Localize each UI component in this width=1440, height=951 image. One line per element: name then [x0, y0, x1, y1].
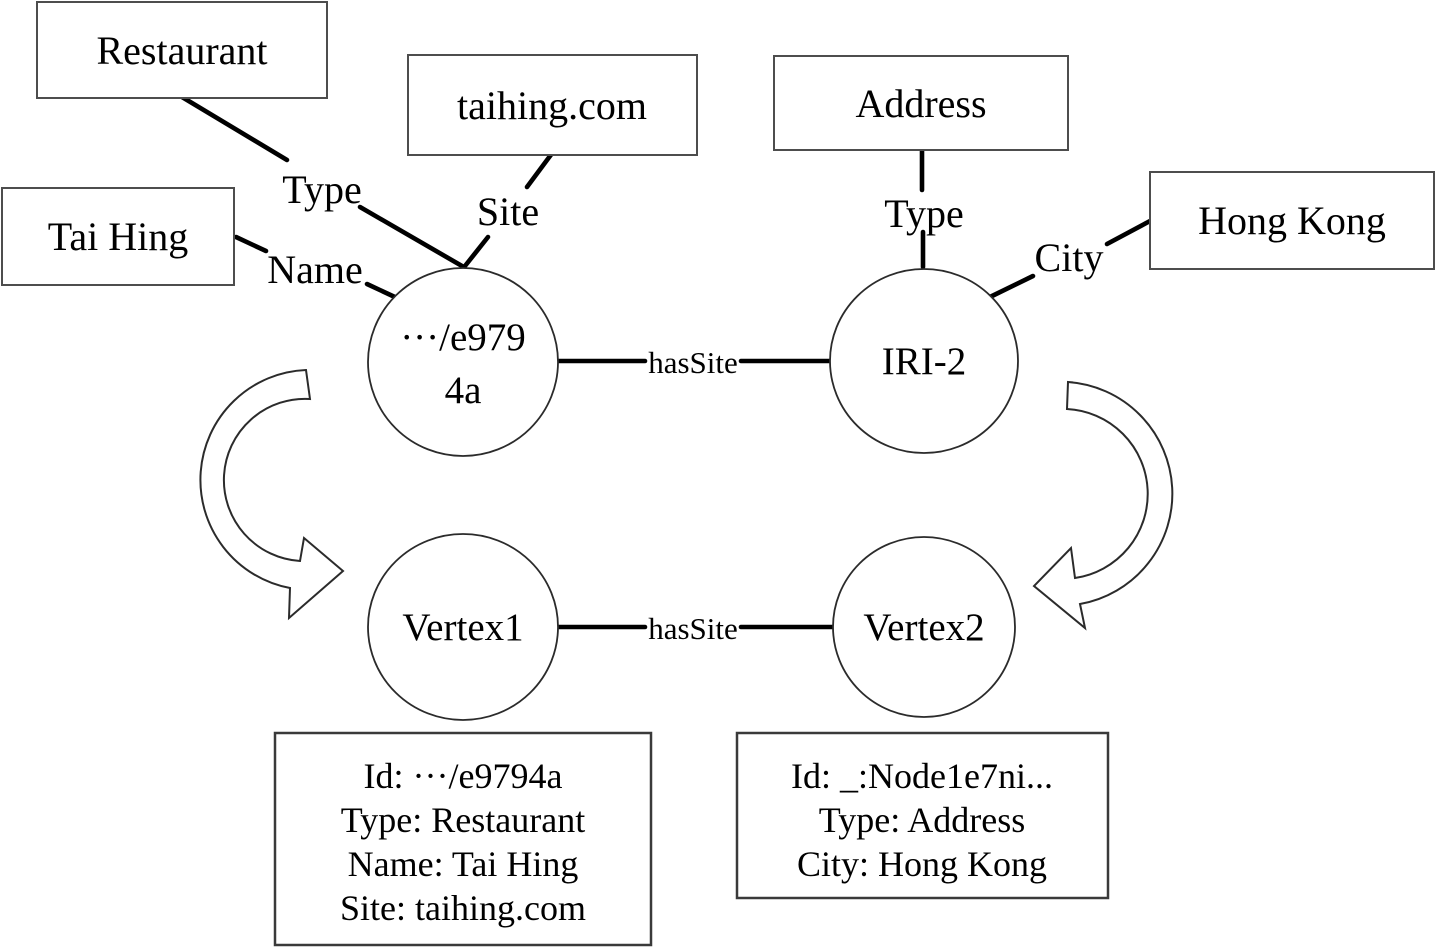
restaurant-literal-label: Restaurant	[96, 28, 267, 73]
left-transform-arrow	[199, 368, 345, 621]
vertex1-property-type: Type: Restaurant	[341, 800, 585, 840]
vertex1-label: Vertex1	[402, 606, 523, 649]
rdf-node-e9794a-circle	[367, 267, 559, 457]
edge-site-segment-a	[524, 149, 556, 190]
edge-city-segment-a	[1104, 218, 1153, 247]
address-literal-box	[773, 55, 1069, 151]
right-transform-arrow	[1032, 380, 1174, 631]
vertex1-properties-box	[273, 731, 653, 947]
tai-hing-literal-box	[1, 187, 235, 286]
rdf-node-e9794a-label-line2: 4a	[445, 369, 482, 412]
edge-hassite-top-label: hasSite	[648, 345, 738, 380]
vertex1-property-name: Name: Tai Hing	[348, 844, 579, 884]
edge-name-segment-b	[364, 281, 400, 301]
vertex-property-boxes: Id: ···/e9794a Type: Restaurant Name: Ta…	[273, 731, 1110, 947]
vertex2-property-id: Id: _:Node1e7ni...	[791, 756, 1053, 796]
edge-type-left-segment-a	[179, 94, 290, 163]
predicate-name-label: Name	[267, 247, 363, 292]
edge-hassite-bottom-label: hasSite	[648, 611, 738, 646]
vertex1-property-site: Site: taihing.com	[340, 888, 586, 928]
rdf-node-iri2-circle	[829, 268, 1019, 454]
hong-kong-literal-box	[1149, 171, 1435, 270]
edge-city-segment-b	[987, 273, 1036, 300]
address-literal-label: Address	[855, 81, 986, 126]
edge-name-segment-a	[233, 234, 269, 254]
vertex2-properties-box	[735, 731, 1110, 900]
vertex2-label: Vertex2	[863, 606, 984, 649]
predicate-type-right-label: Type	[884, 191, 963, 236]
vertex2-circle	[832, 536, 1016, 718]
tai-hing-literal-label: Tai Hing	[48, 214, 189, 259]
property-graph-nodes: Vertex1 Vertex2	[367, 533, 1016, 721]
literal-boxes: Restaurant taihing.com Address Tai Hing …	[1, 1, 1435, 286]
taihing-literal-box	[407, 54, 698, 156]
taihing-literal-label: taihing.com	[457, 83, 647, 128]
predicate-labels: Type Site Name Type City hasSite hasSite	[267, 167, 1103, 646]
vertex2-property-city: City: Hong Kong	[797, 844, 1047, 884]
vertex2-property-type: Type: Address	[819, 800, 1025, 840]
hong-kong-literal-label: Hong Kong	[1198, 198, 1386, 243]
vertex1-property-id: Id: ···/e9794a	[364, 756, 563, 796]
rdf-node-iri2-label: IRI-2	[882, 340, 966, 383]
predicate-site-label: Site	[477, 189, 539, 234]
predicate-city-label: City	[1035, 235, 1104, 280]
vertex1-circle	[367, 533, 559, 721]
transformation-arrows	[199, 368, 1174, 631]
restaurant-literal-box	[36, 1, 328, 99]
edge-site-segment-b	[462, 234, 491, 269]
predicate-edges	[179, 94, 1153, 630]
rdf-node-e9794a-label-line1: ···/e979	[400, 316, 526, 359]
rdf-graph-nodes: ···/e979 4a IRI-2	[367, 267, 1019, 457]
edge-type-left-segment-b	[357, 204, 465, 269]
predicate-type-left-label: Type	[282, 167, 361, 212]
